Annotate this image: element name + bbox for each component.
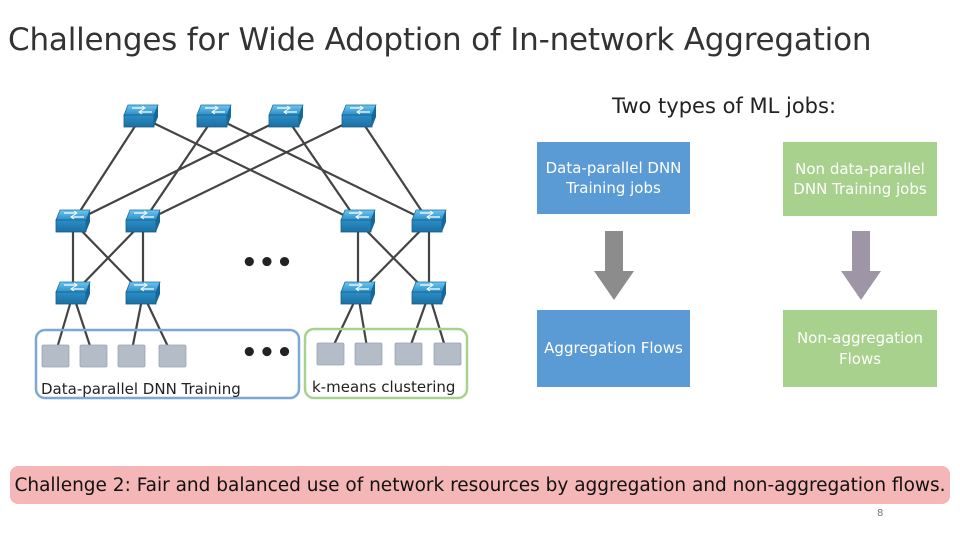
server-node [316,342,345,366]
job-box-data-parallel: Data-parallel DNN Training jobs [537,142,690,214]
switch-layer [55,104,447,305]
switch-icon [196,104,232,128]
cluster-label-data-parallel: Data-parallel DNN Training [41,380,241,398]
server-node [433,342,462,366]
switch-icon [341,104,377,128]
server-node [79,344,108,368]
switch-icon [125,209,161,233]
link-layer [53,116,449,356]
cluster-label-kmeans: k-means clustering [312,378,456,396]
switch-icon [123,104,159,128]
slide-title: Challenges for Wide Adoption of In-netwo… [8,22,872,58]
page-number: 8 [877,508,884,519]
server-node [354,342,383,366]
network-link [285,116,359,223]
network-link [358,116,430,223]
job-box-non-data-parallel: Non data-parallel DNN Training jobs [783,142,937,216]
network-topology-diagram [34,104,469,400]
server-node [394,342,423,366]
switch-icon [340,281,376,305]
switch-icon [340,209,376,233]
switch-icon [411,281,447,305]
network-link [72,116,142,223]
flow-box-non-aggregation: Non-aggregation Flows [783,310,937,387]
down-arrow-icon [841,231,881,300]
server-layer [41,342,462,368]
cluster-box-kmeans [303,327,469,400]
cluster-boxes [34,327,469,400]
flow-box-aggregation: Aggregation Flows [537,310,690,387]
ellipsis-edge-layer: ••• [241,338,294,368]
cluster-box-data-parallel [34,328,301,400]
server-node [158,344,187,368]
network-link [142,116,360,223]
down-arrow-icon [594,231,634,300]
server-node [41,344,70,368]
switch-icon [411,209,447,233]
switch-icon [125,281,161,305]
ellipsis-aggregation-layer: ••• [241,248,294,278]
switch-icon [268,104,304,128]
network-link [72,116,287,223]
challenge-banner: Challenge 2: Fair and balanced use of ne… [10,466,950,504]
switch-icon [55,281,91,305]
jobs-heading: Two types of ML jobs: [612,94,837,118]
server-node [117,344,146,368]
switch-icon [55,209,91,233]
